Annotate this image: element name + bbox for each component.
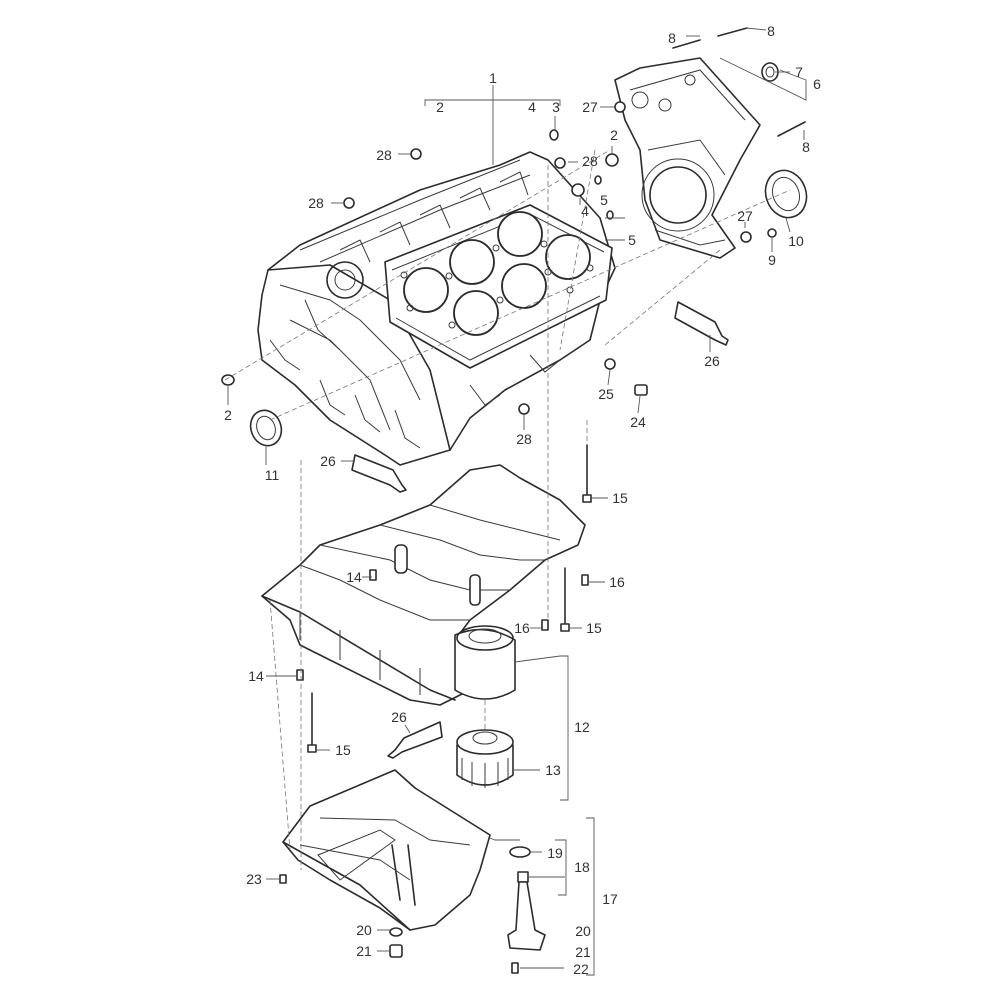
callout-14: 14 (346, 569, 362, 585)
timing-housing (614, 57, 761, 259)
callout-19: 19 (547, 845, 563, 861)
callout-10: 10 (788, 233, 804, 249)
callout-labels: 1 2 4 3 27 28 28 2 28 4 5 5 2 11 8 8 7 6… (224, 23, 821, 977)
callout-21: 21 (356, 943, 372, 959)
callout-21: 21 (575, 944, 591, 960)
callout-28: 28 (308, 195, 324, 211)
callout-20: 20 (575, 923, 591, 939)
callout-2: 2 (224, 407, 232, 423)
callout-1: 1 (489, 70, 497, 86)
crankshaft-seal-front (249, 409, 283, 447)
dowel-sleeves (221, 101, 777, 415)
callout-17: 17 (602, 891, 618, 907)
oil-pan-lower (282, 769, 491, 931)
bolt-16-14 (296, 569, 589, 681)
callout-4: 4 (528, 99, 536, 115)
crankshaft-seal-rear (764, 169, 808, 219)
alignment-lines (224, 149, 791, 870)
callout-27: 27 (737, 208, 753, 224)
callout-15: 15 (586, 620, 602, 636)
bolt-15 (307, 444, 592, 753)
callout-15: 15 (335, 742, 351, 758)
callout-4: 4 (581, 203, 589, 219)
callout-18: 18 (574, 859, 590, 875)
oil-filter-housing (454, 625, 516, 700)
callout-15: 15 (612, 490, 628, 506)
callout-14: 14 (248, 668, 264, 684)
callout-27: 27 (582, 99, 598, 115)
oil-pickup (507, 846, 546, 974)
leader-lines (227, 27, 807, 976)
callout-20: 20 (356, 922, 372, 938)
callout-6: 6 (813, 76, 821, 92)
callout-26: 26 (391, 709, 407, 725)
callout-11: 11 (265, 467, 280, 483)
callout-24: 24 (630, 414, 646, 430)
callout-28: 28 (582, 153, 598, 169)
callout-16: 16 (609, 574, 625, 590)
callout-28: 28 (516, 431, 532, 447)
callout-7: 7 (795, 64, 803, 80)
callout-8: 8 (668, 30, 676, 46)
callout-26: 26 (704, 353, 720, 369)
callout-26: 26 (320, 453, 336, 469)
callout-13: 13 (545, 762, 561, 778)
callout-22: 22 (573, 961, 589, 977)
callout-25: 25 (598, 386, 614, 402)
oil-pan-upper (261, 464, 586, 706)
oil-filter-cap (456, 729, 514, 788)
callout-3: 3 (552, 99, 560, 115)
bolt-8 (672, 27, 806, 137)
callout-23: 23 (246, 871, 262, 887)
callout-2: 2 (610, 127, 618, 143)
callout-5: 5 (600, 192, 608, 208)
callout-28: 28 (376, 147, 392, 163)
sealant-tube (351, 301, 729, 759)
callout-12: 12 (574, 719, 590, 735)
cylinder-deck (384, 204, 613, 369)
callout-5: 5 (628, 232, 636, 248)
callout-8: 8 (802, 139, 810, 155)
callout-9: 9 (768, 252, 776, 268)
callout-8: 8 (767, 23, 775, 39)
callout-16: 16 (514, 620, 530, 636)
callout-2: 2 (436, 99, 444, 115)
